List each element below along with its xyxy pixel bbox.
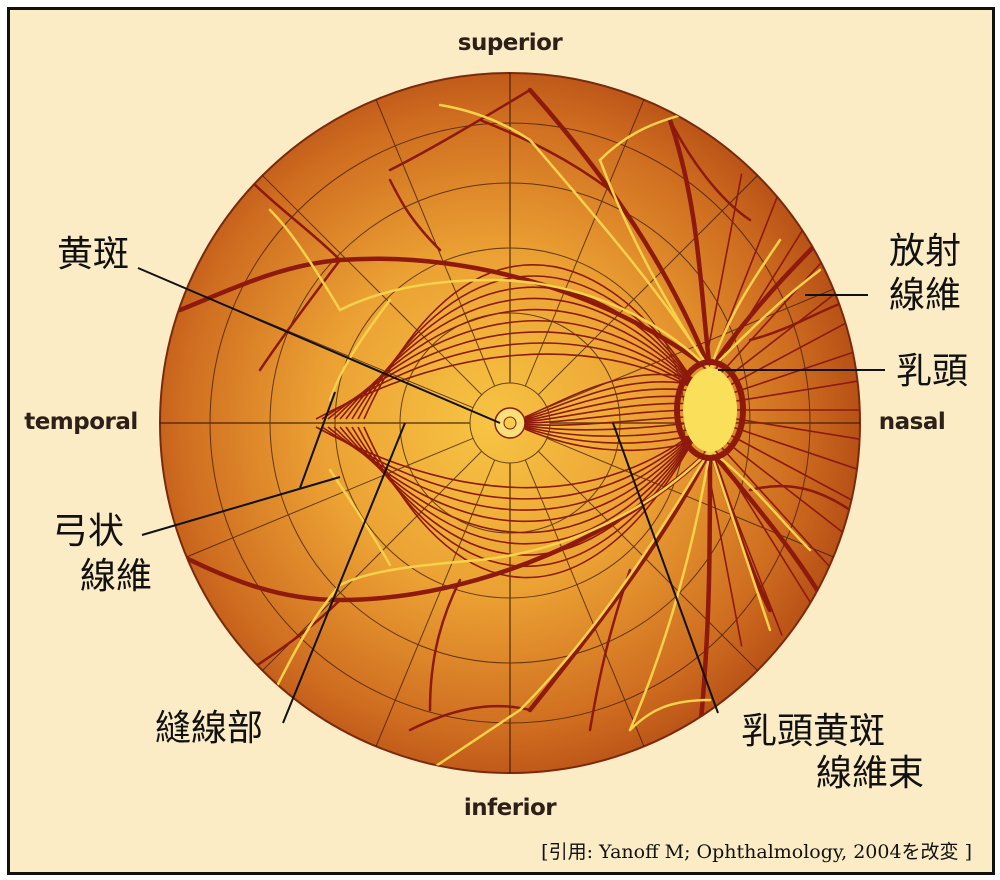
label-papillomacular-1: 乳頭黄斑: [741, 711, 885, 752]
figure-frame: superior inferior temporal nasal 黄斑 放射 線…: [7, 7, 995, 875]
label-arcuate-fibers-2: 線維: [80, 556, 152, 597]
grid-spoke: [371, 459, 496, 756]
radial-fiber: [723, 367, 860, 404]
label-radial-fibers-2: 線維: [889, 275, 961, 316]
label-optic-disc: 乳頭: [896, 351, 968, 392]
grid-spoke: [371, 90, 496, 387]
label-superior: superior: [458, 30, 564, 56]
label-temporal: temporal: [24, 409, 138, 435]
label-inferior: inferior: [464, 795, 557, 821]
arcuate-fibers-leader-1: [141, 476, 341, 536]
macula-leader: [137, 267, 501, 424]
citation: [引用: Yanoff M; Ophthalmology, 2004を改変 ]: [541, 841, 972, 863]
label-raphe: 縫線部: [155, 708, 263, 749]
arcuate-fiber-superior: [315, 353, 701, 420]
fovea: [494, 407, 526, 439]
label-radial-fibers-1: 放射: [889, 231, 961, 272]
arcuate-fibers-leader-2: [299, 391, 336, 489]
radial-fiber: [722, 327, 860, 398]
label-papillomacular-2: 線維束: [816, 753, 924, 794]
arcuate-fiber-inferior: [363, 426, 701, 579]
papillomacular-fiber: [524, 373, 701, 418]
arcuate-fiber-superior: [363, 264, 701, 420]
label-arcuate-fibers-1: 弓状: [52, 511, 124, 552]
callout-lines: [137, 267, 885, 724]
radial-fiber: [722, 422, 860, 493]
papillomacular-fiber: [524, 381, 701, 419]
papillomacular-fiber: [524, 427, 701, 444]
fundus-diagram: superior inferior temporal nasal 黄斑 放射 線…: [24, 30, 972, 863]
radial-fiber: [720, 429, 860, 531]
grid-spoke: [546, 437, 843, 562]
arcuate-fiber-superior: [321, 342, 701, 420]
grid-spoke: [177, 437, 474, 562]
radial-fiber: [703, 173, 743, 371]
polar-grid: [160, 73, 860, 773]
papillomacular-fiber: [524, 425, 701, 437]
papillomacular-leader: [612, 422, 719, 714]
label-nasal: nasal: [879, 409, 946, 435]
radial-fiber: [711, 201, 821, 376]
grid-spoke: [537, 450, 765, 678]
arcuate-fiber-inferior: [321, 426, 701, 500]
papillomacular-fiber: [524, 388, 701, 421]
radial-fiber: [720, 289, 860, 391]
grid-spoke: [524, 90, 649, 387]
optic-disc: [674, 359, 746, 461]
label-macula: 黄斑: [57, 234, 129, 275]
grid-spoke: [255, 168, 483, 396]
radial-fiber: [723, 416, 860, 453]
raphe-leader: [282, 422, 406, 724]
grid-spoke: [537, 168, 765, 396]
arcuate-fiber-inferior: [315, 426, 701, 489]
